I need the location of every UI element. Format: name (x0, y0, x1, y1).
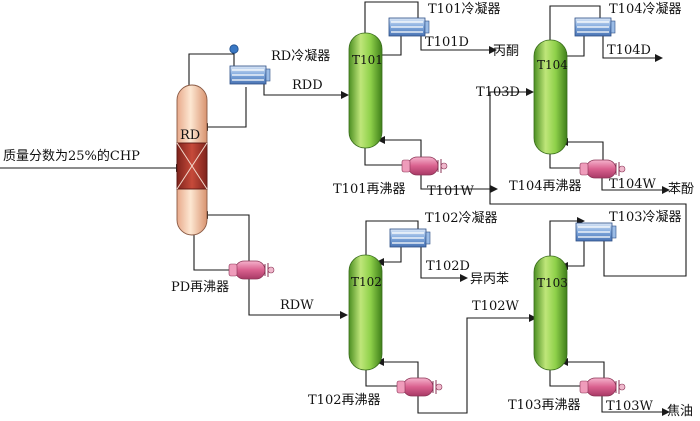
rd-vapor-line (188, 53, 235, 98)
rdd-arrow (341, 91, 349, 99)
reboiler-label-t102: T102再沸器 (308, 393, 380, 408)
reboiler-label-pd: PD再沸器 (171, 280, 229, 295)
rd-top-valve-dot (229, 44, 239, 54)
t103-reflux-line (568, 240, 585, 267)
t102-return-line (384, 361, 419, 378)
t101-return-line (385, 139, 422, 160)
product-label-acetone: 丙酮 (493, 44, 519, 59)
column-t103 (533, 255, 568, 371)
product-label-phenol: 苯酚 (668, 182, 694, 197)
reboiler-t103 (579, 377, 626, 397)
t103w-line (601, 395, 662, 413)
column-label-rd: RD (180, 128, 200, 143)
condenser-t102 (389, 228, 431, 248)
condenser-t101 (388, 17, 430, 37)
rdw-line (248, 279, 340, 316)
rd-bottom-line (193, 228, 229, 271)
t102-reflux-arrow (376, 258, 384, 266)
stream-label-t104w: T104W (609, 177, 656, 192)
t102d-arrow (460, 274, 468, 282)
flow-lines (0, 1, 687, 414)
product-label-tar: 焦油 (667, 404, 693, 419)
column-label-t102: T102 (351, 275, 382, 289)
condenser-t104 (574, 17, 616, 37)
stream-label-rdd: RDD (292, 78, 323, 93)
rdw-arrow (340, 311, 348, 319)
t104-return-line (568, 141, 604, 160)
column-label-t103: T103 (537, 276, 568, 290)
t102w-line (417, 317, 529, 414)
column-rd (176, 84, 208, 236)
condenser-label-t102: T102冷凝器 (425, 210, 497, 226)
condenser-label-t103: T103冷凝器 (609, 209, 681, 225)
t103-bottom-line (549, 365, 581, 387)
rdd-line (263, 82, 341, 96)
t101w-line (420, 175, 490, 190)
t101-bottom-line (364, 143, 403, 166)
t102-reflux-line (384, 246, 402, 263)
condenser-t103 (575, 222, 617, 242)
t104d-line (602, 36, 655, 59)
t103-return-line (568, 361, 605, 378)
t103d-line (489, 91, 687, 277)
product-label-cumene: 异丙苯 (470, 272, 509, 287)
stream-label-t101w: T101W (427, 184, 474, 199)
reboiler-label-t101: T101再沸器 (333, 182, 405, 197)
condenser-label-rd: RD冷凝器 (271, 48, 330, 64)
stream-label-t103w: T103W (606, 399, 653, 414)
t102w-arrow (529, 314, 537, 322)
reboiler-t101 (401, 156, 448, 176)
condenser-rd (229, 65, 271, 85)
t104-reflux-line (567, 36, 585, 57)
reboiler-t104 (579, 159, 626, 179)
t103d-arrow (526, 88, 534, 96)
stream-label-t104d: T104D (607, 43, 651, 58)
t101d-arrow (489, 46, 497, 54)
condenser-label-t101: T101冷凝器 (428, 1, 500, 17)
reboiler-label-t103: T103再沸器 (508, 398, 580, 413)
t104w-arrow (662, 186, 670, 194)
t104-bottom-line (549, 150, 580, 169)
reboiler-t102 (396, 377, 443, 397)
t101-reflux-line (382, 35, 402, 56)
stream-label-t103d: T103D (476, 85, 520, 100)
reboiler-label-t104: T104再沸器 (509, 179, 581, 194)
column-t101 (348, 32, 383, 149)
t104w-line (601, 177, 662, 191)
t103w-arrow (662, 408, 670, 416)
stream-label-rdw: RDW (280, 298, 314, 313)
column-t102 (348, 254, 383, 371)
t101-return-arrow (377, 136, 385, 144)
t102d-line (420, 246, 460, 279)
t104d-arrow (655, 54, 663, 62)
pd-return-line (208, 214, 250, 261)
t102-vapor-line (365, 220, 419, 258)
t104-vapor-line (549, 5, 601, 44)
stream-label-t101d: T101D (425, 35, 469, 50)
column-label-t104: T104 (537, 58, 568, 72)
column-t104 (533, 39, 568, 155)
reboiler-pd (228, 260, 275, 280)
t101w-arrow (490, 185, 498, 193)
t102-bottom-line (365, 364, 398, 387)
column-label-t101: T101 (352, 53, 383, 67)
rd-reflux-line (208, 87, 247, 128)
condenser-label-t104: T104冷凝器 (609, 1, 681, 17)
stream-label-t102w: T102W (472, 299, 519, 314)
t103-vapor-line (549, 220, 577, 259)
stream-label-t102d: T102D (426, 259, 470, 274)
feed-label: 质量分数为25%的CHP (3, 148, 140, 164)
t101-vapor-line (364, 1, 419, 38)
t101d-line (420, 36, 489, 51)
